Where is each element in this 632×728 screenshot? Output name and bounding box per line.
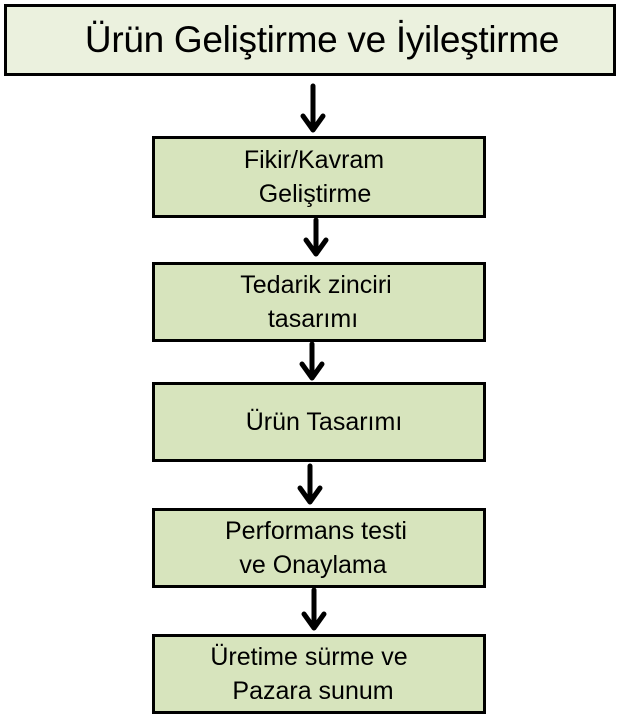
step-box-supply-chain: Tedarik zinciri tasarımı (152, 262, 486, 342)
diagram-title: Ürün Geliştirme ve İyileştirme (84, 19, 560, 60)
arrow-down-icon (297, 463, 323, 505)
title-box: Ürün Geliştirme ve İyileştirme (4, 4, 616, 76)
step-box-performance-test: Performans testi ve Onaylama (152, 508, 486, 588)
step-box-production-market: Üretime sürme ve Pazara sunum (152, 634, 486, 714)
step-label-line: Fikir/Kavram (243, 146, 385, 174)
step-box-product-design: Ürün Tasarımı (152, 382, 486, 462)
arrow-down-icon (299, 341, 325, 381)
step-label-line: ve Onaylama (239, 551, 387, 579)
step-label-line: Üretime sürme ve (210, 643, 408, 671)
arrow-down-icon (301, 587, 327, 631)
step-label-line: Performans testi (224, 517, 407, 545)
step-label-line: Pazara sunum (232, 677, 394, 705)
step-label-line: Geliştirme (258, 180, 372, 208)
arrow-down-icon (303, 217, 329, 257)
step-box-idea-concept: Fikir/Kavram Geliştirme (152, 136, 486, 218)
step-label-line: tasarımı (267, 305, 359, 333)
step-label-line: Tedarik zinciri (240, 271, 392, 299)
step-label-line: Ürün Tasarımı (245, 408, 403, 436)
arrow-down-icon (300, 83, 326, 133)
